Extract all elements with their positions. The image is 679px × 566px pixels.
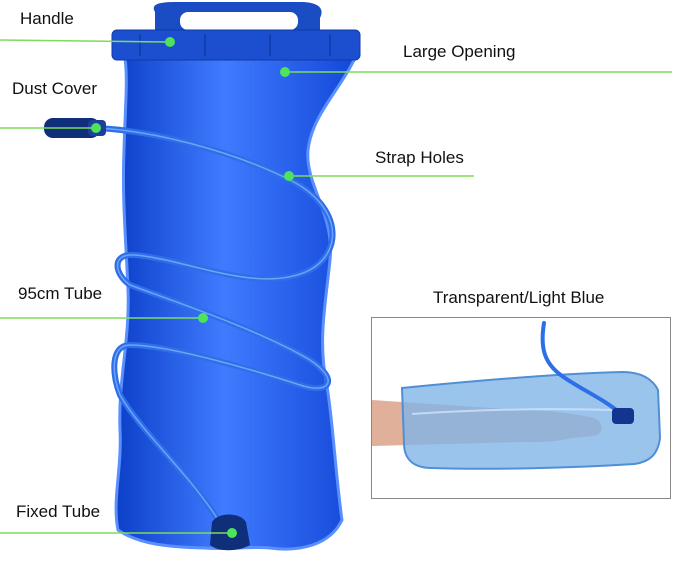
- handle-bar: [111, 2, 361, 61]
- bladder-body: [114, 56, 358, 551]
- inset-tube: [540, 321, 622, 415]
- label-dust-cover: Dust Cover: [12, 79, 98, 98]
- label-handle: Handle: [20, 9, 74, 28]
- label-fixed-tube: Fixed Tube: [16, 502, 101, 521]
- label-strap-holes: Strap Holes: [375, 148, 464, 167]
- callout-dots: [91, 37, 294, 538]
- label-95cm-tube: 95cm Tube: [18, 284, 103, 303]
- label-large-opening: Large Opening: [403, 42, 516, 61]
- transparent-bladder-photo: [371, 317, 671, 499]
- inset-illustration: [372, 321, 662, 470]
- label-inset-title: Transparent/Light Blue: [433, 288, 605, 307]
- leader-lines: [0, 39, 672, 534]
